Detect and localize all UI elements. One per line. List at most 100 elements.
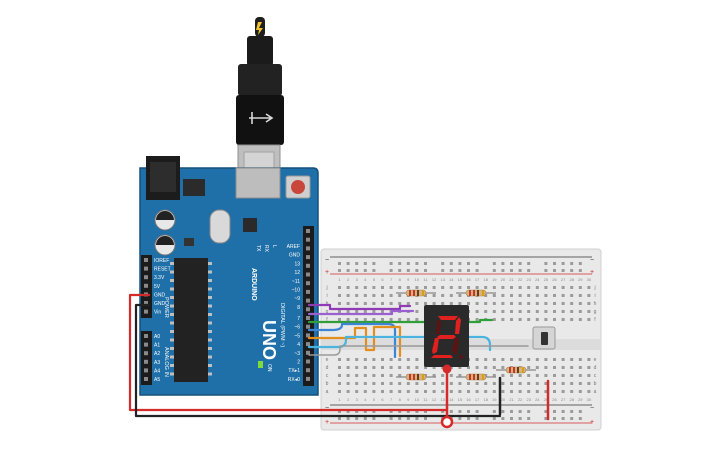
column-number: 24 [535, 277, 540, 282]
row-letter: e [326, 357, 329, 363]
usb-cable[interactable] [236, 17, 284, 193]
row-letter: e [594, 357, 597, 363]
pin-label: Vin [154, 310, 161, 316]
column-number: 1 [338, 397, 341, 402]
column-number: 5 [373, 397, 376, 402]
resistor[interactable] [456, 373, 496, 381]
pin-label: RESET [154, 267, 171, 273]
column-number: 23 [526, 277, 531, 282]
pin-label: ~10 [292, 288, 301, 294]
pin-label: ~5 [294, 333, 300, 339]
push-button[interactable] [532, 326, 556, 350]
row-letter: h [594, 301, 597, 307]
column-number: 2 [347, 397, 350, 402]
column-number: 19 [492, 397, 497, 402]
column-number: 25 [544, 277, 549, 282]
column-number: 21 [509, 277, 514, 282]
column-number: 7 [390, 277, 393, 282]
column-number: 16 [466, 397, 471, 402]
column-number: 9 [407, 397, 410, 402]
segment-f [436, 320, 441, 334]
pin-label: ~6 [294, 325, 300, 331]
pin-label: A2 [154, 351, 160, 357]
resistor[interactable] [496, 366, 536, 374]
column-number: 23 [526, 397, 531, 402]
pin-label: A3 [154, 360, 160, 366]
column-number: 14 [449, 277, 454, 282]
rx-led-label: RX [263, 245, 269, 253]
column-number: 30 [587, 397, 592, 402]
resistors [396, 289, 536, 381]
column-number: 15 [458, 277, 463, 282]
row-letter: a [594, 389, 597, 395]
column-number: 14 [449, 397, 454, 402]
column-number: 6 [381, 397, 384, 402]
column-number: 2 [347, 277, 350, 282]
column-number: 13 [440, 397, 445, 402]
wire-pin-7[interactable] [307, 303, 412, 311]
row-letter: f [594, 317, 596, 323]
voltage-regulator [183, 179, 205, 196]
analog-header-label: ANALOG IN [163, 347, 169, 377]
row-letter: a [326, 389, 329, 395]
row-letter: j [325, 285, 327, 291]
pin-label: A5 [154, 377, 160, 383]
wire-pin-6[interactable] [307, 309, 415, 316]
pin-label: 5V [154, 284, 161, 290]
resistor[interactable] [396, 289, 436, 297]
atmega-chip [170, 258, 212, 382]
wire-pin-5[interactable] [307, 318, 494, 324]
rail-plus-sign: + [590, 269, 594, 276]
column-number: 11 [423, 277, 428, 282]
column-number: 7 [390, 397, 393, 402]
wire-pin-1[interactable] [308, 345, 529, 356]
tx-led-label: TX [255, 245, 261, 252]
wire-pin-3[interactable] [307, 325, 402, 358]
rail-plus-sign: + [325, 269, 329, 276]
column-number: 24 [535, 397, 540, 402]
arduino-uno-board[interactable]: ARDUINO UNO TX RX L ON DIGITAL (PWM ~) P… [139, 156, 319, 396]
capacitor [154, 209, 176, 231]
digital-header-label: DIGITAL (PWM ~) [279, 303, 285, 347]
column-number: 3 [356, 397, 359, 402]
row-letter: i [326, 293, 327, 299]
rail-plus-sign: + [325, 419, 329, 426]
row-letter: i [594, 293, 595, 299]
capacitor [154, 234, 176, 256]
arduino-model-label: UNO [259, 320, 279, 360]
column-number: 5 [373, 277, 376, 282]
column-number: 26 [552, 397, 557, 402]
column-number: 10 [415, 397, 420, 402]
segment-d [431, 355, 453, 358]
row-letter: d [594, 365, 597, 371]
column-number: 29 [578, 277, 583, 282]
resistor[interactable] [396, 373, 436, 381]
usb-symbol-icon [249, 112, 274, 124]
pin-label: ~3 [294, 351, 300, 357]
usb-port [235, 167, 281, 199]
seven-segment-display[interactable]: 2 [0, 0, 469, 367]
row-letter: b [594, 381, 597, 387]
common-anode-wire[interactable] [440, 364, 454, 429]
on-led-label: ON [266, 364, 272, 372]
wires [128, 293, 550, 421]
segment-dp [459, 355, 463, 359]
column-number: 19 [492, 277, 497, 282]
segment-e [432, 338, 439, 354]
column-number: 22 [518, 397, 523, 402]
column-number: 4 [364, 397, 367, 402]
resistor[interactable] [456, 289, 496, 297]
column-number: 22 [518, 277, 523, 282]
wire-5v[interactable] [128, 293, 449, 412]
column-number: 17 [475, 277, 480, 282]
reset-button[interactable] [285, 175, 311, 199]
rail-plus-sign: + [590, 419, 594, 426]
rail-minus-sign: − [590, 405, 594, 412]
column-number: 15 [458, 397, 463, 402]
column-number: 13 [440, 277, 445, 282]
column-number: 28 [569, 397, 574, 402]
column-number: 8 [399, 277, 402, 282]
row-letter: f [326, 317, 328, 323]
rail-minus-sign: − [590, 257, 594, 264]
wire-gnd[interactable] [134, 303, 502, 418]
